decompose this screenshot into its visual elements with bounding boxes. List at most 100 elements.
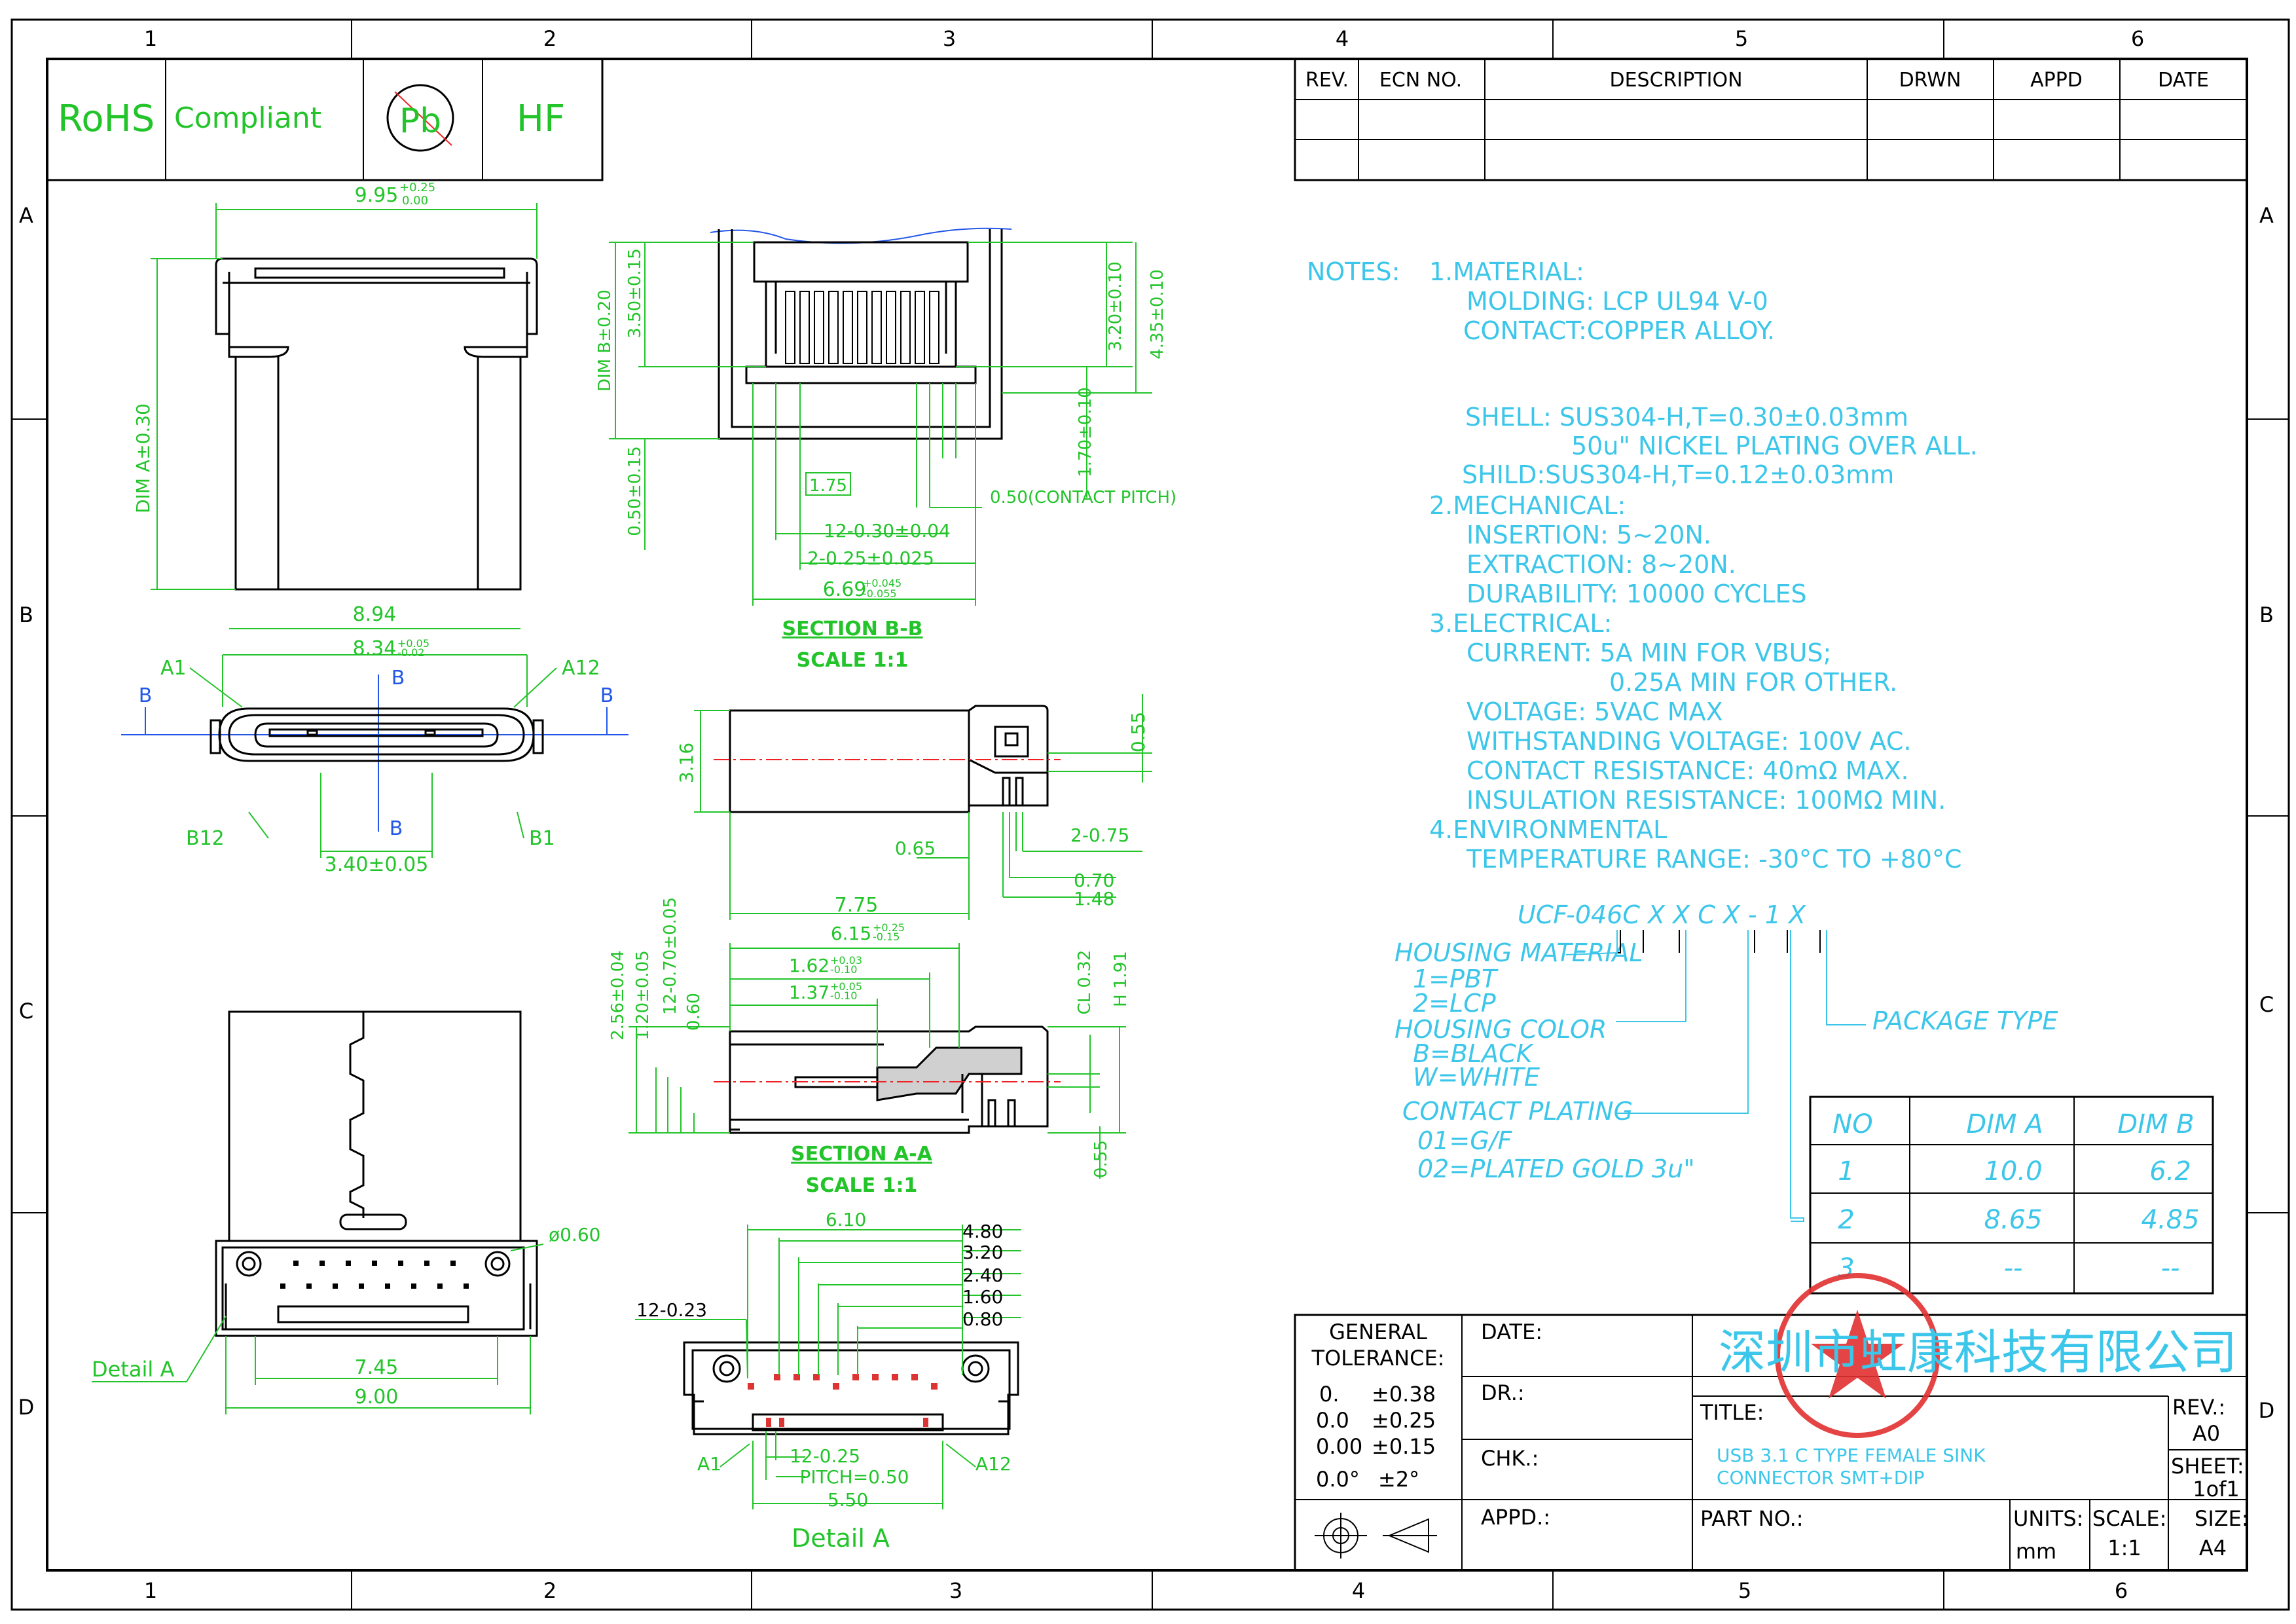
detail-a-outline [683, 1341, 1019, 1435]
section-bb-scale: SCALE 1:1 [797, 649, 909, 672]
part-code: UCF-046C X X C X - 1 X [1518, 900, 1806, 929]
note-line: CONTACT RESISTANCE: 40mΩ MAX. [1467, 756, 1909, 785]
dim-12-023: 12-0.23 [636, 1299, 707, 1321]
rev-header: REV. [1305, 69, 1349, 92]
front-view-outline [210, 707, 544, 762]
note-line: 2.MECHANICAL: [1429, 491, 1626, 520]
date-label: DATE: [1481, 1320, 1542, 1344]
dim-060: 0.60 [684, 993, 704, 1031]
col-label: 3 [943, 26, 956, 51]
dim-table-cell: -- [2161, 1253, 2180, 1283]
dim-256: 2.56±0.04 [608, 950, 628, 1041]
dim-tol: +0.05 [397, 637, 429, 650]
col-label: 2 [543, 1578, 556, 1603]
dim-775: 7.75 [835, 894, 879, 917]
pin-b1-label: B1 [529, 827, 555, 850]
dim-745: 7.45 [355, 1356, 399, 1379]
dim-055b: 0.55 [1091, 1140, 1111, 1178]
note-line: INSULATION RESISTANCE: 100MΩ MIN. [1467, 786, 1946, 815]
part-no-label: PART NO.: [1700, 1506, 1804, 1531]
size-value: A4 [2199, 1536, 2227, 1560]
section-bb-outline [718, 229, 1003, 440]
part-code-leaders [1617, 930, 1821, 953]
note-line: EXTRACTION: 8~20N. [1467, 550, 1736, 579]
notes-heading: NOTES: [1307, 257, 1400, 286]
part-code-leader-lines [1565, 930, 1866, 1222]
side-view-dims [694, 694, 1152, 920]
row-label: D [2259, 1398, 2275, 1423]
description-header: DESCRIPTION [1609, 69, 1742, 92]
detail-a-pads [748, 1374, 938, 1427]
pb-free-icon [386, 84, 454, 152]
dim-240: 2.40 [962, 1264, 1003, 1286]
dim-12-025: 12-0.25 [790, 1445, 860, 1467]
dim-050: 0.50±0.15 [625, 446, 645, 536]
dim-tol: +0.045 [863, 577, 902, 589]
dim-tol: +0.25 [873, 921, 905, 934]
section-marker: B [600, 684, 614, 707]
ecn-header: ECN NO. [1379, 69, 1462, 92]
dim-350: 3.50±0.15 [625, 248, 645, 339]
units-value: mm [2016, 1539, 2056, 1564]
note-line: MOLDING: LCP UL94 V-0 [1467, 287, 1768, 316]
housing-color-opt: B=BLACK [1413, 1039, 1535, 1068]
column-ticks [12, 20, 2289, 1610]
front-view-dims [189, 654, 557, 858]
dim-160: 1.60 [962, 1286, 1003, 1308]
dim-12-030: 12-0.30±0.04 [824, 520, 951, 542]
pin-a12-label: A12 [975, 1453, 1011, 1475]
dim-162: 1.62 [789, 955, 829, 976]
dim-055: 0.55 [1127, 712, 1149, 752]
title-label: TITLE: [1700, 1400, 1764, 1425]
dim-148: 1.48 [1074, 888, 1114, 910]
dr-label: DR.: [1481, 1380, 1525, 1405]
tol-key: 0. [1319, 1382, 1339, 1407]
dim-tol: -0.02 [397, 646, 424, 659]
rev-value: A0 [2193, 1421, 2220, 1446]
grid-labels: 1 2 3 4 5 6 1 2 3 4 5 6 A B C D A B C D [18, 26, 2275, 1603]
dim-tol: -0.15 [873, 931, 900, 943]
col-label: 4 [1352, 1578, 1365, 1603]
col-label: 4 [1336, 26, 1349, 51]
section-bb-contacts [785, 291, 939, 364]
dim-table: NO DIM A DIM B 1 10.0 6.2 2 8.65 4.85 3 … [1809, 1096, 2214, 1295]
housing-color-opt: W=WHITE [1413, 1063, 1540, 1092]
dim-340: 3.40±0.05 [325, 853, 429, 876]
dim-137: 1.37 [789, 982, 829, 1003]
dim-2-025: 2-0.25±0.025 [807, 547, 934, 569]
chk-label: CHK.: [1481, 1446, 1539, 1471]
col-label: 2 [543, 26, 556, 51]
dim-pitch: PITCH=0.50 [799, 1466, 909, 1488]
dim-120: 1.20±0.05 [633, 950, 653, 1041]
top-view-outline [215, 257, 538, 591]
units-label: UNITS: [2013, 1506, 2083, 1531]
dim-320b: 3.20 [962, 1242, 1003, 1263]
section-aa-title: SECTION A-A [791, 1143, 932, 1166]
note-line: 1.MATERIAL: [1429, 257, 1584, 286]
note-line: INSERTION: 5~20N. [1467, 521, 1711, 549]
dim-175: 1.75 [809, 476, 847, 496]
dim-table-header: DIM B [2117, 1109, 2194, 1139]
note-line: VOLTAGE: 5VAC MAX [1467, 697, 1723, 726]
section-aa-scale: SCALE 1:1 [806, 1174, 918, 1197]
top-view-dims [151, 203, 538, 629]
dim-435: 4.35±0.10 [1148, 269, 1167, 360]
dim-phi: ø0.60 [549, 1224, 600, 1246]
dim-320: 3.20±0.10 [1106, 261, 1125, 352]
dim-contact-pitch: 0.50(CONTACT PITCH) [990, 488, 1176, 507]
dim-table-cell: -- [2004, 1253, 2023, 1283]
contact-plating-opt: 01=G/F [1417, 1126, 1512, 1155]
notes-block: NOTES: 1.MATERIAL: MOLDING: LCP UL94 V-0… [1307, 257, 1978, 874]
row-label: C [19, 999, 33, 1024]
dim-a-label: DIM A±0.30 [132, 403, 154, 513]
outer-frame [10, 18, 2290, 1611]
section-aa-dims [629, 943, 1126, 1179]
tol-key: 0.0° [1316, 1467, 1360, 1492]
row-label: A [2259, 203, 2274, 228]
note-line: CONTACT:COPPER ALLOY. [1463, 316, 1775, 345]
tol-value: ±0.15 [1372, 1434, 1436, 1459]
dim-tol: +0.03 [830, 954, 862, 967]
size-label: SIZE: [2195, 1506, 2249, 1531]
dim-tol: +0.05 [830, 980, 862, 993]
